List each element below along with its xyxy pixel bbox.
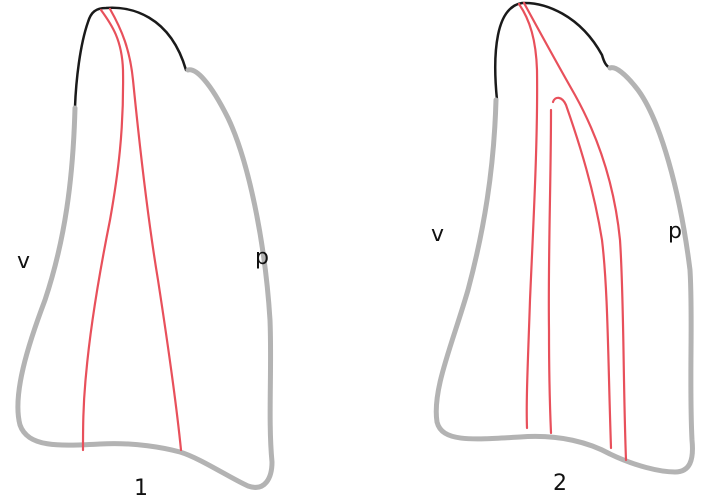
tooth-2-number: 2 — [553, 471, 567, 496]
tooth-figure-1: v p 1 — [15, 6, 275, 499]
tooth-1-root-outline — [15, 67, 275, 490]
tooth-2-canal-inner-left — [547, 108, 553, 435]
tooth-figure-2: v p 2 — [431, 1, 695, 496]
tooth-2-canal-inner-right — [551, 96, 613, 450]
tooth-1-label-v: v — [17, 249, 30, 274]
tooth-2-canal-outer-right — [522, 1, 628, 462]
tooth-1-canal-left — [81, 8, 125, 452]
tooth-1-crown-outline — [73, 6, 188, 109]
tooth-1-number: 1 — [134, 476, 148, 499]
tooth-2-label-p: p — [668, 219, 682, 244]
tooth-2-canal-outer-left — [517, 2, 539, 430]
tooth-2-label-v: v — [431, 222, 444, 247]
tooth-1-label-p: p — [255, 245, 269, 270]
tooth-1-canal-right — [108, 7, 183, 452]
tooth-2-root-outline — [433, 65, 695, 475]
tooth-2-crown-outline — [494, 1, 612, 102]
